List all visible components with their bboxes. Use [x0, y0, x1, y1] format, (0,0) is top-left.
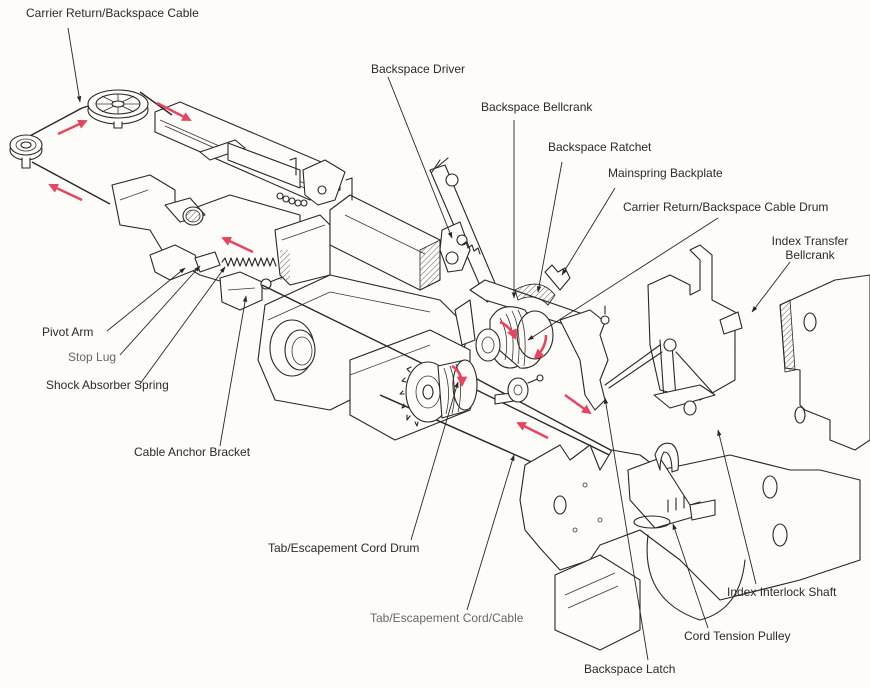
label-backspace-latch: Backspace Latch	[584, 662, 676, 676]
label-mainspring-backplate: Mainspring Backplate	[608, 166, 723, 180]
shaft-cylinder	[164, 197, 206, 226]
motion-arrows	[48, 101, 592, 440]
idler-pulley	[494, 374, 544, 405]
leader-cord-tension-pulley	[672, 523, 709, 629]
carrier-return-cable-loop	[9, 89, 173, 205]
leader-index-interlock-shaft	[717, 429, 757, 585]
leader-tab-escapement-cord-cable	[466, 454, 515, 611]
label-stop-lug: Stop Lug	[68, 350, 117, 364]
shock-absorber-assembly	[149, 244, 277, 311]
motion-arrow-cable-bottom-left	[48, 183, 83, 202]
leader-shock-absorber-spring	[139, 266, 226, 385]
leader-pivot-arm	[106, 267, 186, 332]
motion-arrow-cord-right	[564, 394, 592, 415]
carrier-return-cable-drum	[475, 306, 554, 369]
label-index-interlock-shaft: Index Interlock Shaft	[727, 585, 837, 599]
motion-arrow-spring-left	[221, 236, 254, 254]
lower-frame-casting	[519, 444, 861, 651]
right-bracket-plate	[559, 305, 610, 411]
motion-arrow-cable-left-up	[57, 119, 88, 136]
label-index-transfer-bellcrank: Index Transfer Bellcrank	[764, 234, 856, 262]
motion-arrow-cord-drum	[451, 364, 468, 388]
leader-index-transfer-bellcrank	[751, 261, 791, 313]
motion-arrow-cable-top-right	[156, 101, 192, 122]
label-backspace-bellcrank: Backspace Bellcrank	[481, 100, 593, 114]
label-backspace-ratchet: Backspace Ratchet	[548, 140, 652, 154]
leader-backspace-latch	[603, 397, 649, 661]
large-pulley	[87, 89, 149, 129]
label-index-transfer-bellcrank-line2: Bellcrank	[785, 248, 835, 262]
label-pivot-arm: Pivot Arm	[42, 325, 94, 339]
leader-mainspring-backplate	[561, 187, 616, 276]
bead-chain	[276, 192, 308, 207]
label-shock-absorber-spring: Shock Absorber Spring	[46, 378, 169, 392]
leader-cable-drum	[527, 217, 719, 341]
label-carrier-return-backspace-cable: Carrier Return/Backspace Cable	[26, 6, 199, 20]
index-transfer-assembly	[604, 244, 743, 416]
motion-arrow-drum-upper	[499, 320, 517, 340]
right-side-frame	[779, 274, 870, 451]
carriage-rail	[111, 101, 441, 291]
cord-tension-pulley-assembly	[627, 442, 716, 529]
small-pulley	[9, 134, 43, 169]
label-tab-escapement-cord-drum: Tab/Escapement Cord Drum	[268, 541, 420, 555]
label-index-transfer-bellcrank-line1: Index Transfer	[771, 234, 849, 248]
motion-arrow-cord-left	[516, 421, 549, 440]
leader-backspace-ratchet	[536, 161, 563, 293]
label-cord-tension-pulley: Cord Tension Pulley	[684, 629, 791, 643]
leader-backspace-driver	[387, 76, 453, 239]
leader-lines	[67, 27, 791, 661]
label-backspace-driver: Backspace Driver	[371, 62, 466, 76]
leader-tab-escapement-cord-drum	[410, 381, 459, 541]
leader-stop-lug	[119, 265, 201, 356]
leader-cable-anchor-bracket	[219, 295, 248, 447]
leader-carrier-return-backspace-cable	[67, 27, 82, 103]
label-carrier-return-backspace-cable-drum: Carrier Return/Backspace Cable Drum	[623, 200, 829, 214]
label-cable-anchor-bracket: Cable Anchor Bracket	[134, 445, 251, 459]
label-tab-escapement-cord-cable: Tab/Escapement Cord/Cable	[370, 611, 524, 625]
motion-arrow-drum-side	[533, 334, 548, 360]
